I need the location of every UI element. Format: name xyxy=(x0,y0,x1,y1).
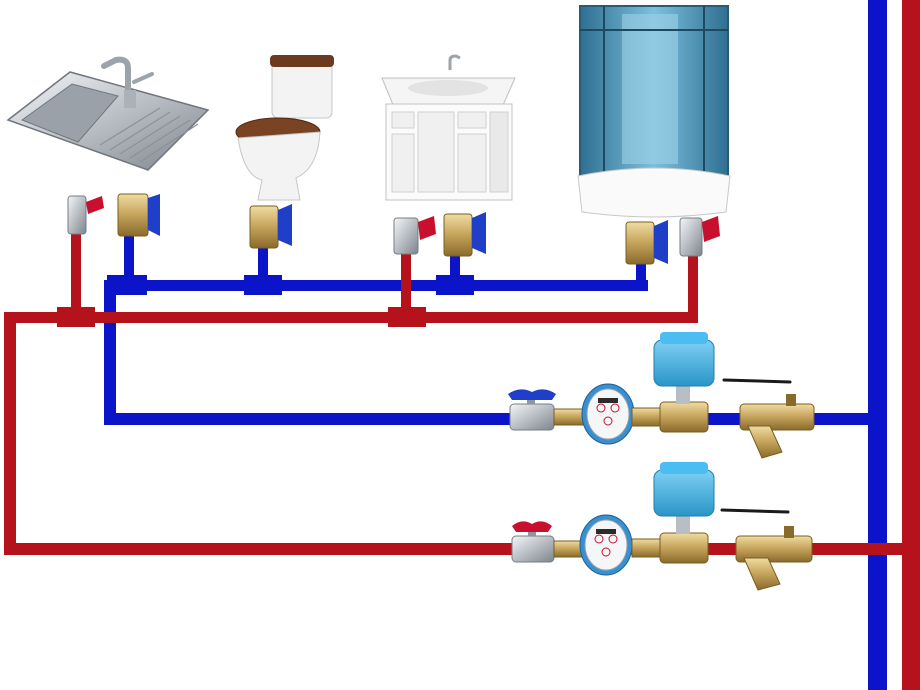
water-meter-icon xyxy=(581,383,635,445)
ball-valve-icon xyxy=(443,212,486,257)
hot-distribution-line xyxy=(4,312,698,323)
water-meter-icon xyxy=(579,514,633,576)
y-strainer-icon xyxy=(722,378,815,459)
ball-valve-icon xyxy=(249,204,292,249)
vanity-sink-icon xyxy=(381,54,516,201)
motorized-valve-icon xyxy=(653,462,715,564)
ball-valve-icon xyxy=(511,521,555,563)
hot-tee xyxy=(388,307,426,327)
hot-drop-shower xyxy=(688,255,698,315)
cold-tee xyxy=(436,275,474,295)
cold-meter-assembly xyxy=(508,332,815,459)
cold-drop-vanity xyxy=(450,252,460,284)
hot-tee xyxy=(57,307,95,327)
cold-drop-sink xyxy=(124,232,134,282)
cold-drop-toilet xyxy=(258,245,268,283)
motorized-valve-icon xyxy=(653,332,715,433)
ball-valve-icon xyxy=(393,216,436,255)
ball-valve-icon xyxy=(67,195,104,235)
cold-distribution-line xyxy=(104,280,648,291)
hot-drop-vanity xyxy=(401,252,411,316)
ball-valve-icon xyxy=(679,216,720,257)
shower-cabin-icon xyxy=(577,5,731,218)
y-strainer-icon xyxy=(720,508,813,591)
cold-tee xyxy=(244,275,282,295)
ball-valve-icon xyxy=(625,220,668,265)
hot-drop-sink xyxy=(71,232,81,316)
hot-vertical-left xyxy=(4,312,16,555)
kitchen-sink-icon xyxy=(6,56,210,171)
hot-riser xyxy=(902,0,920,690)
fixture-ball-valves xyxy=(67,193,720,265)
cold-vertical-left xyxy=(104,280,116,425)
cold-riser xyxy=(868,0,887,690)
cold-tee xyxy=(107,275,147,295)
toilet-icon xyxy=(235,55,334,201)
tee-fittings xyxy=(57,275,474,327)
hot-meter-assembly xyxy=(511,462,813,591)
cold-drop-shower xyxy=(636,262,646,284)
ball-valve-icon xyxy=(117,193,160,237)
ball-valve-icon xyxy=(508,389,556,431)
